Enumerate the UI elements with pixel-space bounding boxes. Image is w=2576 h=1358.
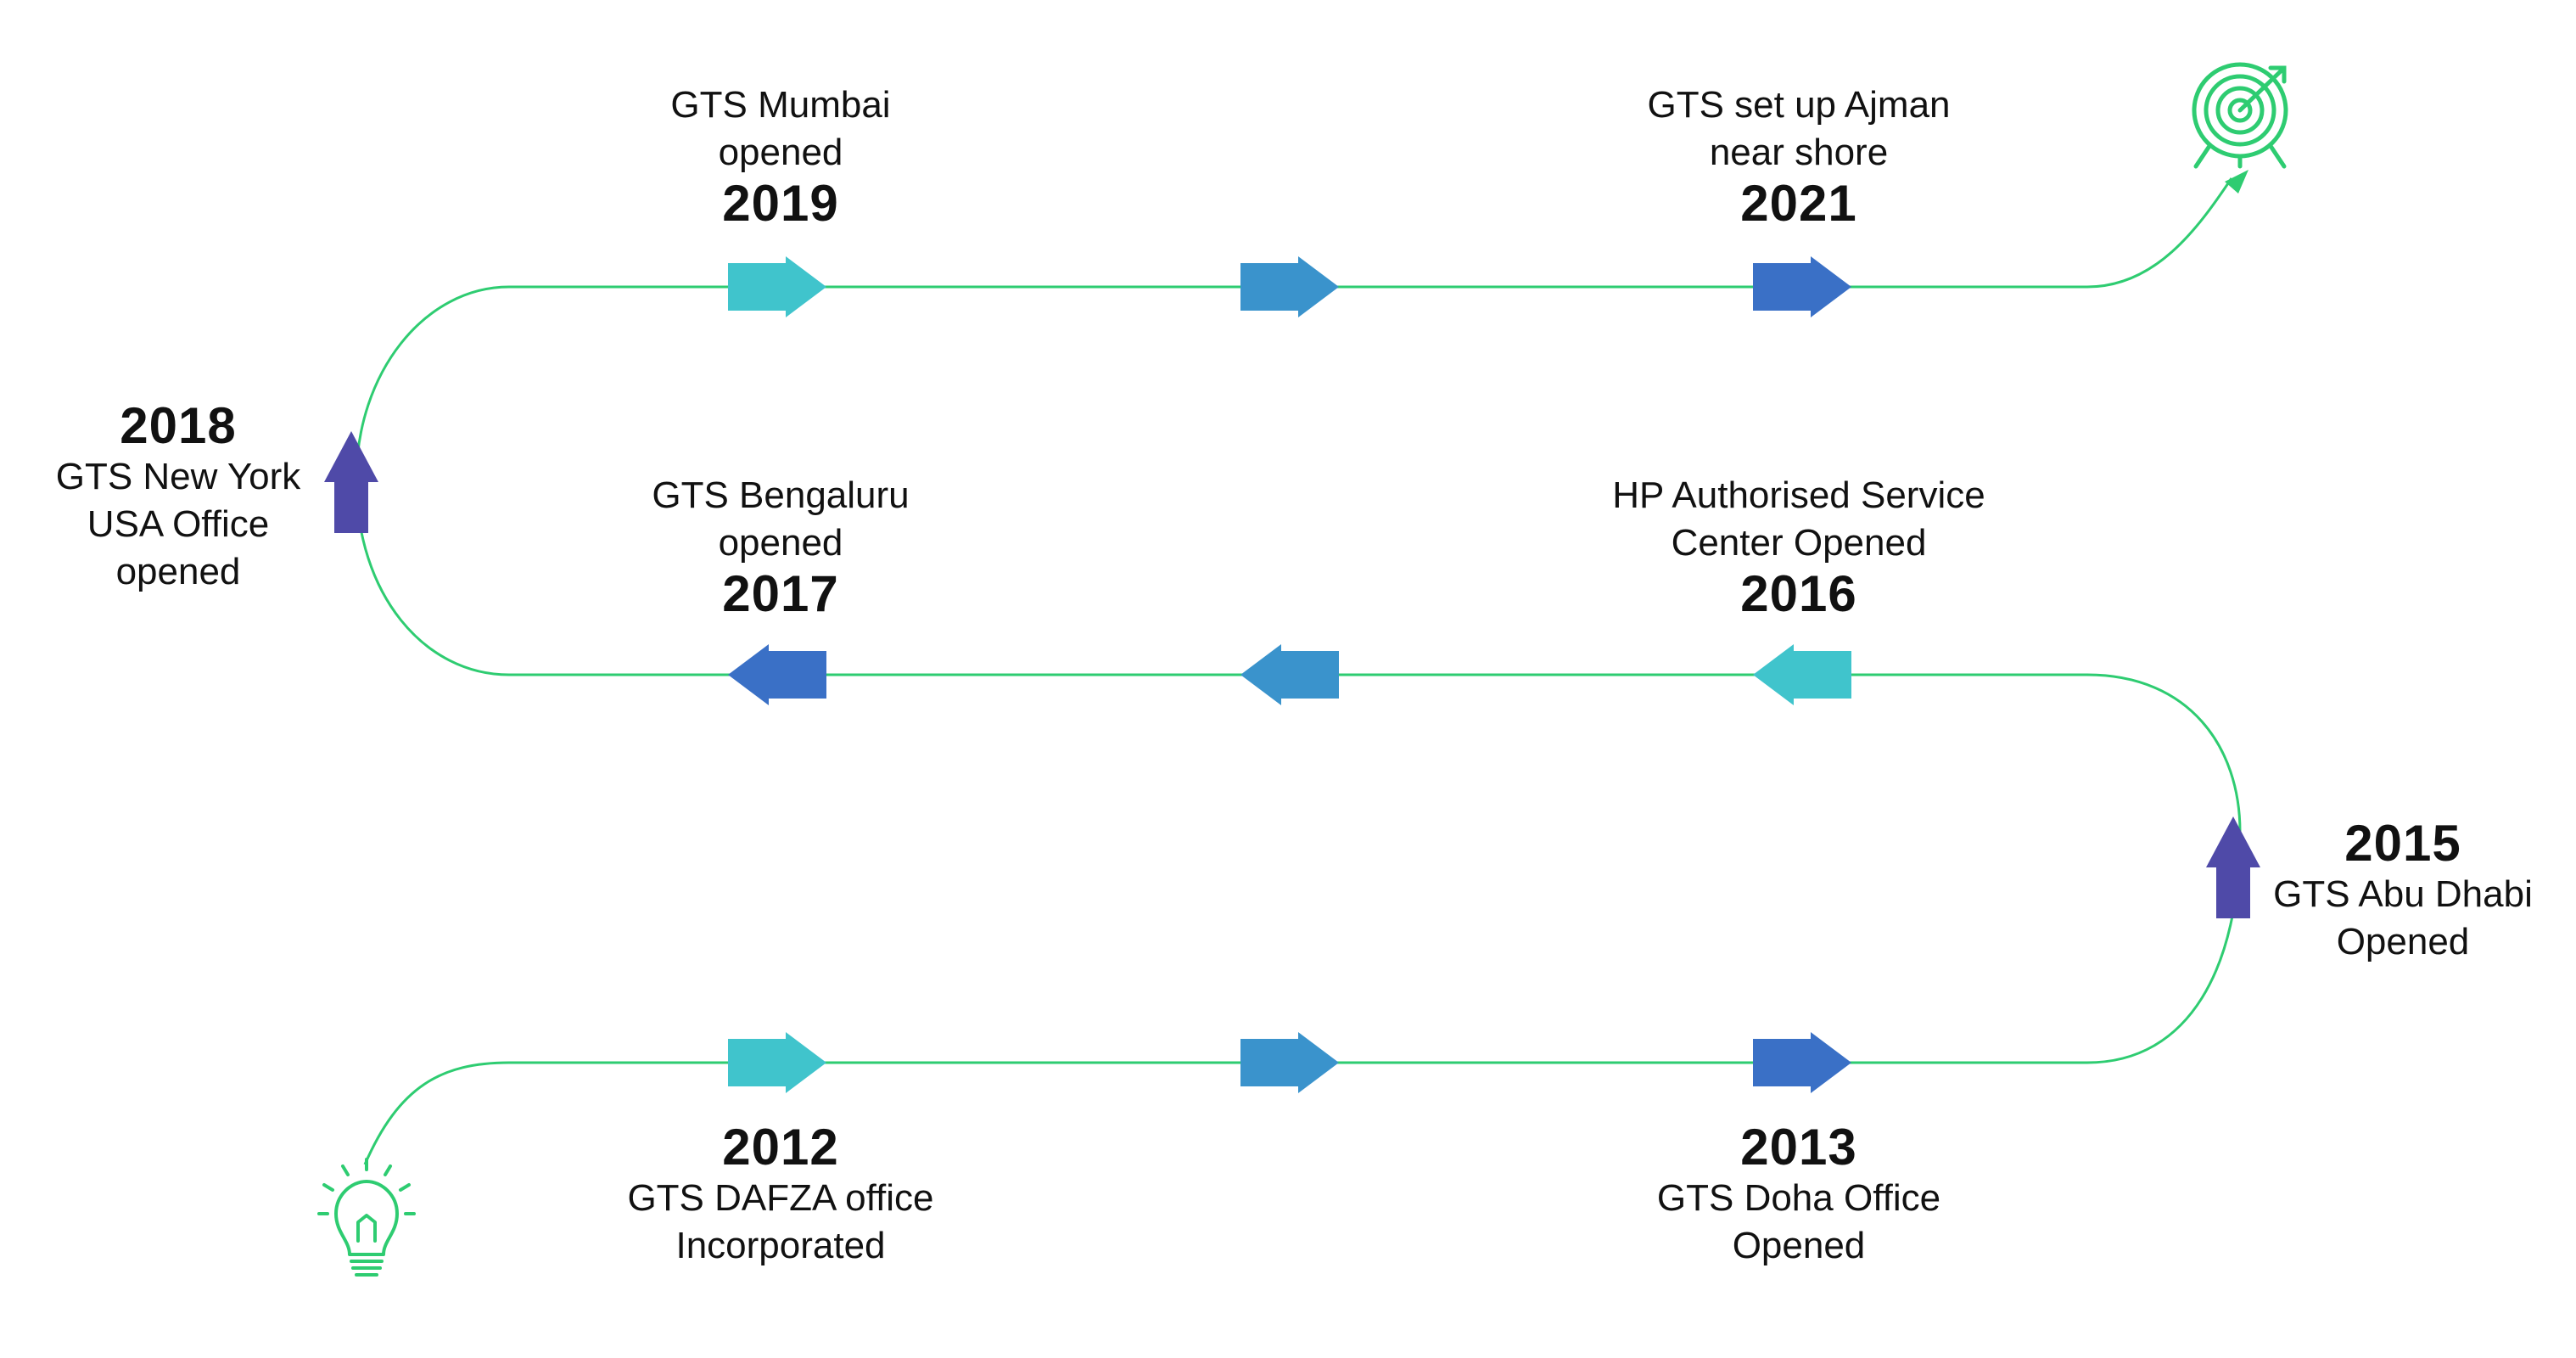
milestone-2018: 2018 GTS New York USA Office opened [0,399,416,596]
lightbulb-icon [317,1158,416,1277]
milestone-2017: GTS Bengaluru opened 2017 [543,472,1018,621]
milestone-description: GTS New York USA Office opened [55,456,301,592]
milestone-year: 2017 [722,565,839,622]
milestone-description: GTS Abu Dhabi Opened [2273,873,2533,962]
milestone-year: 2018 [120,397,237,454]
arrow-right-6 [1753,256,1851,317]
path-end-arrowhead [2225,170,2248,194]
arrow-right-2 [1240,1032,1339,1093]
milestone-year: 2012 [722,1119,839,1176]
arrow-up-left [324,431,378,533]
milestone-year: 2021 [1740,175,1857,232]
milestone-year: 2016 [1740,565,1857,622]
milestone-year: 2013 [1740,1119,1857,1176]
arrow-left-1 [1753,644,1851,705]
arrow-right-3 [1753,1032,1851,1093]
milestone-year: 2015 [2344,815,2461,872]
milestone-2013: 2013 GTS Doha Office Opened [1561,1120,2036,1270]
arrow-right-4 [728,256,826,317]
milestone-description: GTS Mumbai opened [670,84,891,173]
milestone-2015: 2015 GTS Abu Dhabi Opened [2165,816,2576,966]
milestone-description: HP Authorised Service Center Opened [1612,474,1985,564]
milestone-description: GTS Bengaluru opened [652,474,910,564]
timeline-path [355,177,2242,1165]
arrow-left-2 [1240,644,1339,705]
milestone-description: GTS DAFZA office Incorporated [627,1177,934,1266]
milestone-year: 2019 [722,175,839,232]
milestone-2019: GTS Mumbai opened 2019 [543,81,1018,231]
milestone-2021: GTS set up Ajman near shore 2021 [1561,81,2036,231]
milestone-description: GTS set up Ajman near shore [1647,84,1951,173]
arrow-up-right [2206,816,2260,918]
target-icon [2192,62,2288,169]
milestone-description: GTS Doha Office Opened [1656,1177,1941,1266]
arrow-left-3 [728,644,826,705]
arrow-right-5 [1240,256,1339,317]
arrow-right-1 [728,1032,826,1093]
milestone-2016: HP Authorised Service Center Opened 2016 [1561,472,2036,621]
milestone-2012: 2012 GTS DAFZA office Incorporated [543,1120,1018,1270]
